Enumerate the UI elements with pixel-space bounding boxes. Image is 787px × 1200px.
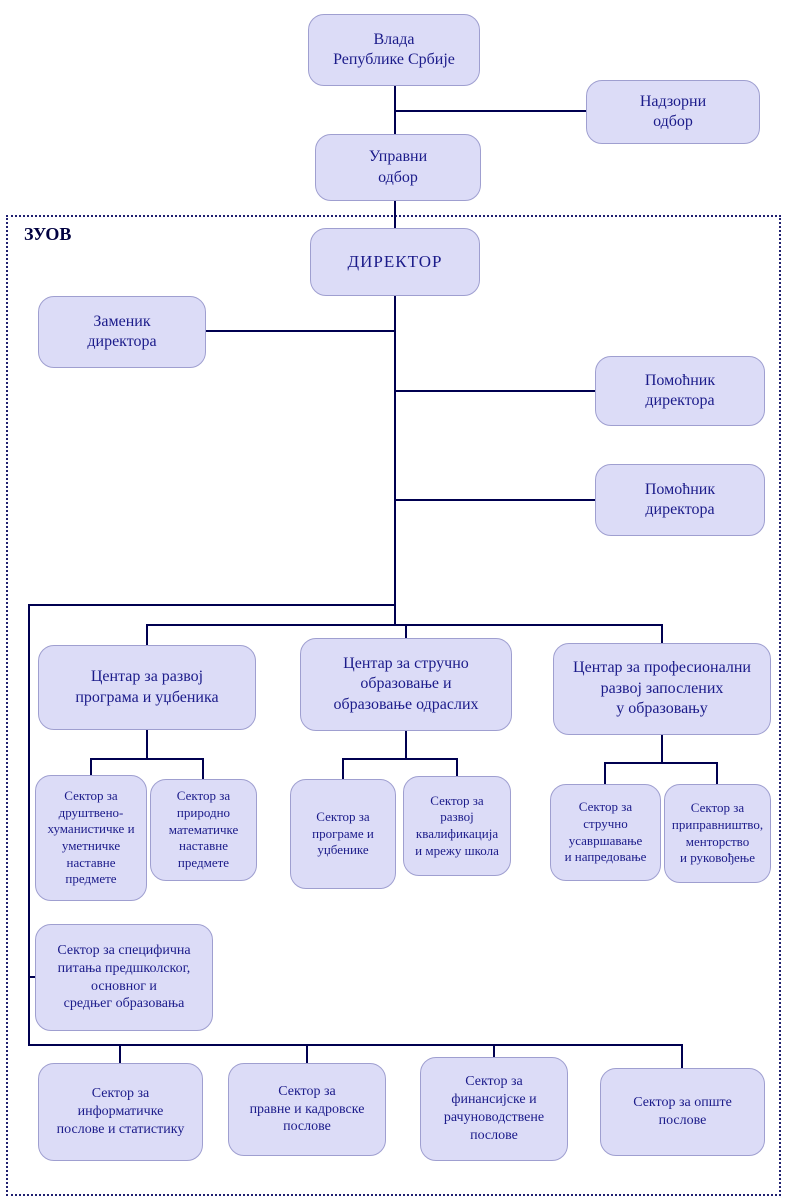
connector-line: [146, 730, 148, 760]
connector-line: [394, 390, 595, 392]
org-node-sektor-specificna-pitanja: Сектор за специфична питања предшколског…: [35, 924, 213, 1031]
org-node-label: Помоћник директора: [644, 480, 716, 518]
org-node-label: Сектор за друштвено- хуманистичке и умет…: [47, 788, 135, 887]
org-node-label: ДИРЕКТОР: [347, 252, 443, 272]
connector-line: [493, 1044, 495, 1058]
connector-line: [604, 762, 718, 764]
connector-line: [206, 330, 396, 332]
connector-line: [456, 758, 458, 777]
org-node-direktor: ДИРЕКТОР: [310, 228, 480, 296]
connector-line: [28, 1044, 683, 1046]
org-node-sektor-prirodno-matematicke: Сектор за природно математичке наставне …: [150, 779, 257, 881]
connector-line: [90, 758, 204, 760]
org-node-sektor-informaticke: Сектор за информатичке послове и статист…: [38, 1063, 203, 1161]
org-node-centar-razvoj-programa: Центар за развој програма и уџбеника: [38, 645, 256, 730]
org-node-nadzorni-odbor: Надзорни одбор: [586, 80, 760, 144]
org-node-sektor-strucno-usavrsavanje: Сектор за стручно усавршавање и напредов…: [550, 784, 661, 881]
org-node-label: Сектор за стручно усавршавање и напредов…: [564, 799, 647, 865]
org-node-centar-strucno-obrazovanje: Центар за стручно образовање и образовањ…: [300, 638, 512, 731]
connector-line: [342, 758, 344, 780]
zuov-boundary-frame: [6, 215, 781, 1196]
org-node-label: Сектор за информатичке послове и статист…: [56, 1086, 185, 1137]
connector-line: [604, 762, 606, 785]
org-node-label: Сектор за специфична питања предшколског…: [57, 942, 191, 1012]
connector-line: [28, 976, 38, 978]
org-node-upravni-odbor: Управни одбор: [315, 134, 481, 201]
org-node-label: Сектор за опште послове: [633, 1095, 732, 1128]
org-node-sektor-opste: Сектор за опште послове: [600, 1068, 765, 1156]
org-node-sektor-pravne-kadrovske: Сектор за правне и кадровске послове: [228, 1063, 386, 1156]
org-node-sektor-razvoj-kvalifikacija: Сектор за развој квалификација и мрежу ш…: [403, 776, 511, 876]
connector-line: [119, 1044, 121, 1064]
org-node-centar-profesionalni-razvoj: Центар за професионални развој запослени…: [553, 643, 771, 735]
org-node-pomocnik-direktora-2: Помоћник директора: [595, 464, 765, 536]
org-node-label: Сектор за природно математичке наставне …: [168, 788, 239, 870]
connector-line: [146, 624, 663, 626]
org-node-label: Сектор за приправништво, менторство и ру…: [671, 800, 764, 866]
connector-line: [342, 758, 458, 760]
org-node-label: Заменик директора: [87, 312, 157, 350]
org-node-label: Центар за развој програма и уџбеника: [75, 668, 219, 706]
org-node-label: Сектор за развој квалификација и мрежу ш…: [415, 792, 499, 858]
org-node-sektor-pripravnistvo: Сектор за приправништво, менторство и ру…: [664, 784, 771, 883]
connector-line: [394, 201, 396, 229]
connector-line: [202, 758, 204, 780]
org-node-vlada: Влада Републике Србије: [308, 14, 480, 86]
connector-line: [394, 296, 396, 626]
org-node-label: Сектор за финансијске и рачуноводствене …: [443, 1074, 545, 1143]
connector-line: [306, 1044, 308, 1064]
connector-line: [28, 604, 396, 606]
connector-line: [146, 624, 148, 646]
org-node-sektor-programe-udzbenike: Сектор за програме и уџбенике: [290, 779, 396, 889]
org-node-label: Центар за стручно образовање и образовањ…: [333, 654, 479, 713]
zuov-label: ЗУОВ: [24, 224, 72, 244]
connector-line: [681, 1044, 683, 1069]
org-node-label: Центар за професионални развој запослени…: [573, 659, 751, 718]
org-node-label: Влада Републике Србије: [333, 30, 455, 68]
connector-line: [661, 624, 663, 644]
org-node-label: Сектор за програме и уџбенике: [312, 809, 374, 858]
org-node-zamenik-direktora: Заменик директора: [38, 296, 206, 368]
connector-line: [716, 762, 718, 785]
connector-line: [90, 758, 92, 776]
org-node-label: Управни одбор: [368, 148, 428, 186]
org-node-label: Надзорни одбор: [639, 92, 707, 130]
connector-line: [394, 499, 595, 501]
org-node-label: Сектор за правне и кадровске послове: [249, 1083, 365, 1135]
connector-line: [394, 110, 586, 112]
connector-line: [405, 624, 407, 639]
org-node-label: Помоћник директора: [644, 371, 716, 409]
connector-line: [661, 735, 663, 764]
org-node-pomocnik-direktora-1: Помоћник директора: [595, 356, 765, 426]
org-node-sektor-drustveno-humanisticke: Сектор за друштвено- хуманистичке и умет…: [35, 775, 147, 901]
connector-line: [405, 731, 407, 760]
connector-line: [28, 604, 30, 1046]
org-node-sektor-finansijske: Сектор за финансијске и рачуноводствене …: [420, 1057, 568, 1161]
